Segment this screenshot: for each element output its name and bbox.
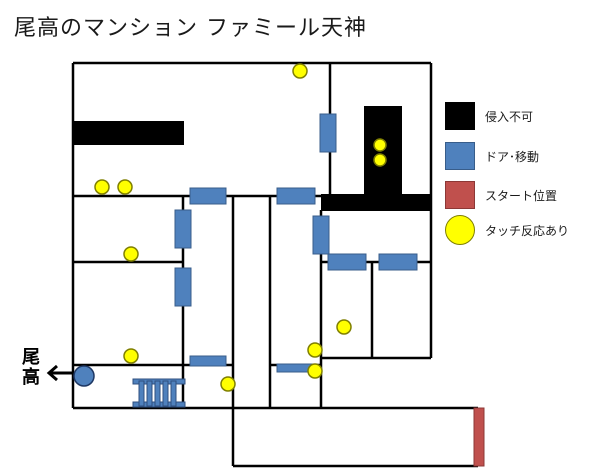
door (312, 215, 330, 255)
touch-point (373, 153, 387, 167)
door (189, 187, 227, 205)
legend-item-blocked: 侵入不可 (445, 100, 533, 132)
door (189, 355, 227, 367)
start-position (473, 407, 485, 467)
touch-point (307, 363, 323, 379)
legend-swatch-blocked (445, 102, 475, 130)
legend-item-touch: タッチ反応あり (445, 214, 569, 246)
legend-label-touch: タッチ反応あり (485, 223, 570, 238)
legend-swatch-door (445, 142, 475, 170)
legend-swatch-touch (445, 215, 475, 245)
door (327, 253, 367, 271)
touch-point (373, 138, 387, 152)
doors (174, 113, 418, 373)
exit-label-line2: 高 (22, 367, 40, 388)
touch-point (123, 348, 139, 364)
legend-item-door: ドア･移動 (445, 140, 539, 172)
door (174, 267, 192, 307)
stairs-icon (132, 378, 186, 408)
arrow-left-icon (46, 364, 73, 382)
touch-point (94, 179, 110, 195)
door (174, 209, 192, 249)
legend-swatch-start (445, 181, 475, 209)
blocked-area (73, 121, 184, 145)
legend-label-door: ドア･移動 (485, 149, 540, 164)
touch-point (336, 319, 352, 335)
touch-points (94, 63, 387, 392)
legend-label-blocked: 侵入不可 (485, 109, 534, 124)
exit-label: 尾 高 (22, 348, 40, 388)
blocked-areas (73, 106, 431, 211)
door (378, 253, 418, 271)
touch-point (117, 179, 133, 195)
touch-point (220, 376, 236, 392)
page-title: 尾高のマンション ファミール天神 (14, 16, 367, 41)
touch-point (123, 246, 139, 262)
touch-point (307, 342, 323, 358)
blocked-area (321, 194, 431, 211)
touch-point (292, 63, 308, 79)
legend-item-start: スタート位置 (445, 179, 557, 211)
legend-label-start: スタート位置 (485, 188, 558, 203)
exit-marker (73, 365, 95, 387)
door (276, 187, 316, 205)
door (319, 113, 337, 153)
exit-label-line1: 尾 (22, 347, 40, 368)
